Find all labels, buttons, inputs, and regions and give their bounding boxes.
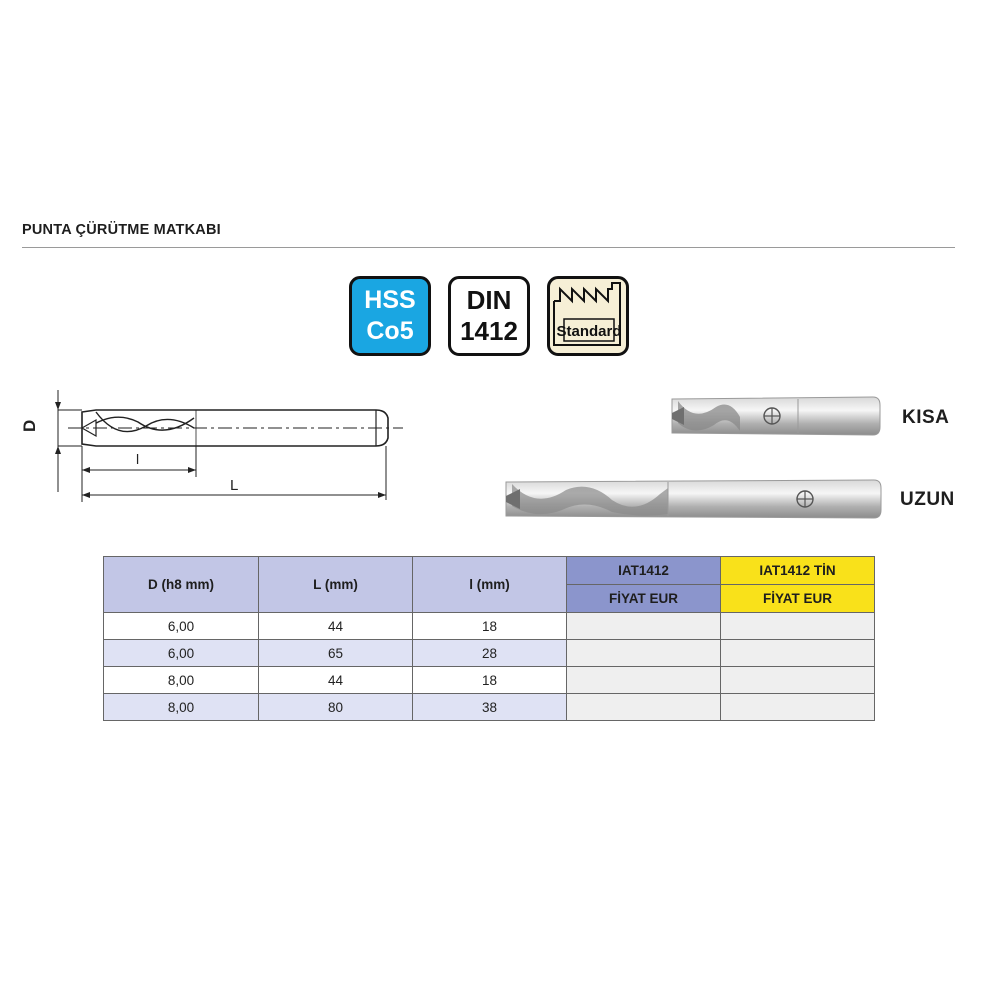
cell-d: 6,00 bbox=[103, 639, 259, 667]
title-divider bbox=[22, 247, 955, 248]
cell-tin-price bbox=[720, 666, 875, 694]
drill-technical-drawing: D l L bbox=[20, 390, 403, 502]
long-drill-image bbox=[505, 479, 882, 519]
cell-l-flute: 18 bbox=[412, 666, 567, 694]
din-1412-badge: DIN 1412 bbox=[448, 276, 530, 356]
cell-d: 8,00 bbox=[103, 666, 259, 694]
table-row: 6,00 44 18 bbox=[103, 612, 875, 640]
din-number-label: 1412 bbox=[460, 316, 518, 346]
dimension-l-total-label: L bbox=[230, 477, 238, 494]
table-row: 8,00 80 38 bbox=[103, 693, 875, 721]
cell-tin-price bbox=[720, 639, 875, 667]
short-drill-image bbox=[671, 396, 881, 436]
co5-label: Co5 bbox=[366, 317, 414, 345]
page-title: PUNTA ÇÜRÜTME MATKABI bbox=[22, 222, 221, 238]
header-tin-price: FİYAT EUR bbox=[720, 584, 875, 613]
header-iat1412-tin: IAT1412 TİN bbox=[720, 556, 875, 585]
header-d: D (h8 mm) bbox=[103, 556, 259, 613]
standard-label: Standard bbox=[556, 323, 621, 340]
header-iat1412: IAT1412 bbox=[566, 556, 721, 585]
cell-iat-price bbox=[566, 693, 721, 721]
cell-l-flute: 38 bbox=[412, 693, 567, 721]
cell-iat-price bbox=[566, 612, 721, 640]
cell-tin-price bbox=[720, 612, 875, 640]
cell-l-flute: 28 bbox=[412, 639, 567, 667]
cell-iat-price bbox=[566, 666, 721, 694]
cell-l-total: 44 bbox=[258, 612, 413, 640]
header-iat-price: FİYAT EUR bbox=[566, 584, 721, 613]
header-l-flute: l (mm) bbox=[412, 556, 567, 613]
cell-l-total: 80 bbox=[258, 693, 413, 721]
dimension-d-label: D bbox=[20, 420, 39, 432]
spec-table: D (h8 mm) L (mm) l (mm) IAT1412 IAT1412 … bbox=[103, 556, 875, 721]
cell-d: 6,00 bbox=[103, 612, 259, 640]
short-drill-label: KISA bbox=[902, 407, 950, 428]
long-drill-label: UZUN bbox=[900, 489, 955, 510]
table-row: 8,00 44 18 bbox=[103, 666, 875, 694]
cell-l-total: 65 bbox=[258, 639, 413, 667]
cell-d: 8,00 bbox=[103, 693, 259, 721]
dimension-l-small-label: l bbox=[136, 451, 139, 467]
cell-iat-price bbox=[566, 639, 721, 667]
din-label: DIN bbox=[466, 285, 512, 315]
table-row: 6,00 65 28 bbox=[103, 639, 875, 667]
factory-icon: Standard bbox=[553, 282, 622, 346]
hss-co5-badge: HSS Co5 bbox=[349, 276, 431, 356]
cell-tin-price bbox=[720, 693, 875, 721]
standard-badge: Standard bbox=[547, 276, 629, 356]
cell-l-total: 44 bbox=[258, 666, 413, 694]
cell-l-flute: 18 bbox=[412, 612, 567, 640]
header-l-total: L (mm) bbox=[258, 556, 413, 613]
hss-label: HSS bbox=[364, 286, 416, 314]
